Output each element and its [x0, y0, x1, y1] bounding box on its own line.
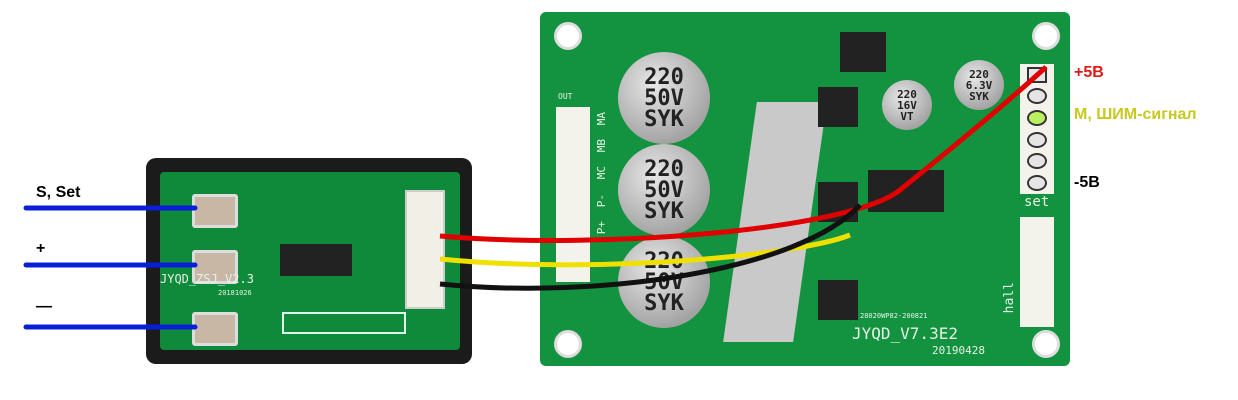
mosfet: [818, 87, 858, 127]
regulator: [840, 32, 886, 72]
button-plus: [192, 250, 238, 284]
left-pcb: JYQD_ZSJ_V2.3 20181026: [160, 172, 460, 350]
label-plus: +: [36, 240, 46, 257]
label-pwm-signal: М, ШИМ-сигнал: [1074, 106, 1197, 123]
left-board-model: JYQD_ZSJ_V2.3: [160, 272, 254, 286]
hall-terminal: [1020, 217, 1054, 327]
chip: [280, 244, 352, 276]
connector: [405, 190, 445, 309]
mount-hole: [1032, 330, 1060, 358]
mount-hole: [1032, 22, 1060, 50]
set-label: set: [1024, 194, 1050, 210]
board-code: 28020WP82-200821: [860, 312, 928, 320]
label-plus-5v: +5В: [1074, 64, 1104, 81]
pad-row: [282, 312, 406, 334]
label-minus-5v: -5В: [1074, 174, 1100, 191]
black-wire: [439, 203, 862, 291]
right-board-model: JYQD_V7.3E2: [852, 324, 958, 343]
right-board-date: 20190428: [932, 344, 985, 357]
yellow-wire: [439, 232, 851, 268]
button-set: [192, 194, 238, 228]
label-set: S, Set: [36, 184, 81, 201]
output-terminal: [556, 107, 590, 282]
mount-hole: [554, 330, 582, 358]
left-board-date: 20181026: [218, 289, 252, 297]
label-minus: —: [36, 298, 52, 315]
out-label: OUT: [558, 92, 573, 101]
controller-chip: [868, 170, 944, 212]
mosfet: [818, 280, 858, 320]
red-wire: [439, 65, 1048, 243]
mount-hole: [554, 22, 582, 50]
